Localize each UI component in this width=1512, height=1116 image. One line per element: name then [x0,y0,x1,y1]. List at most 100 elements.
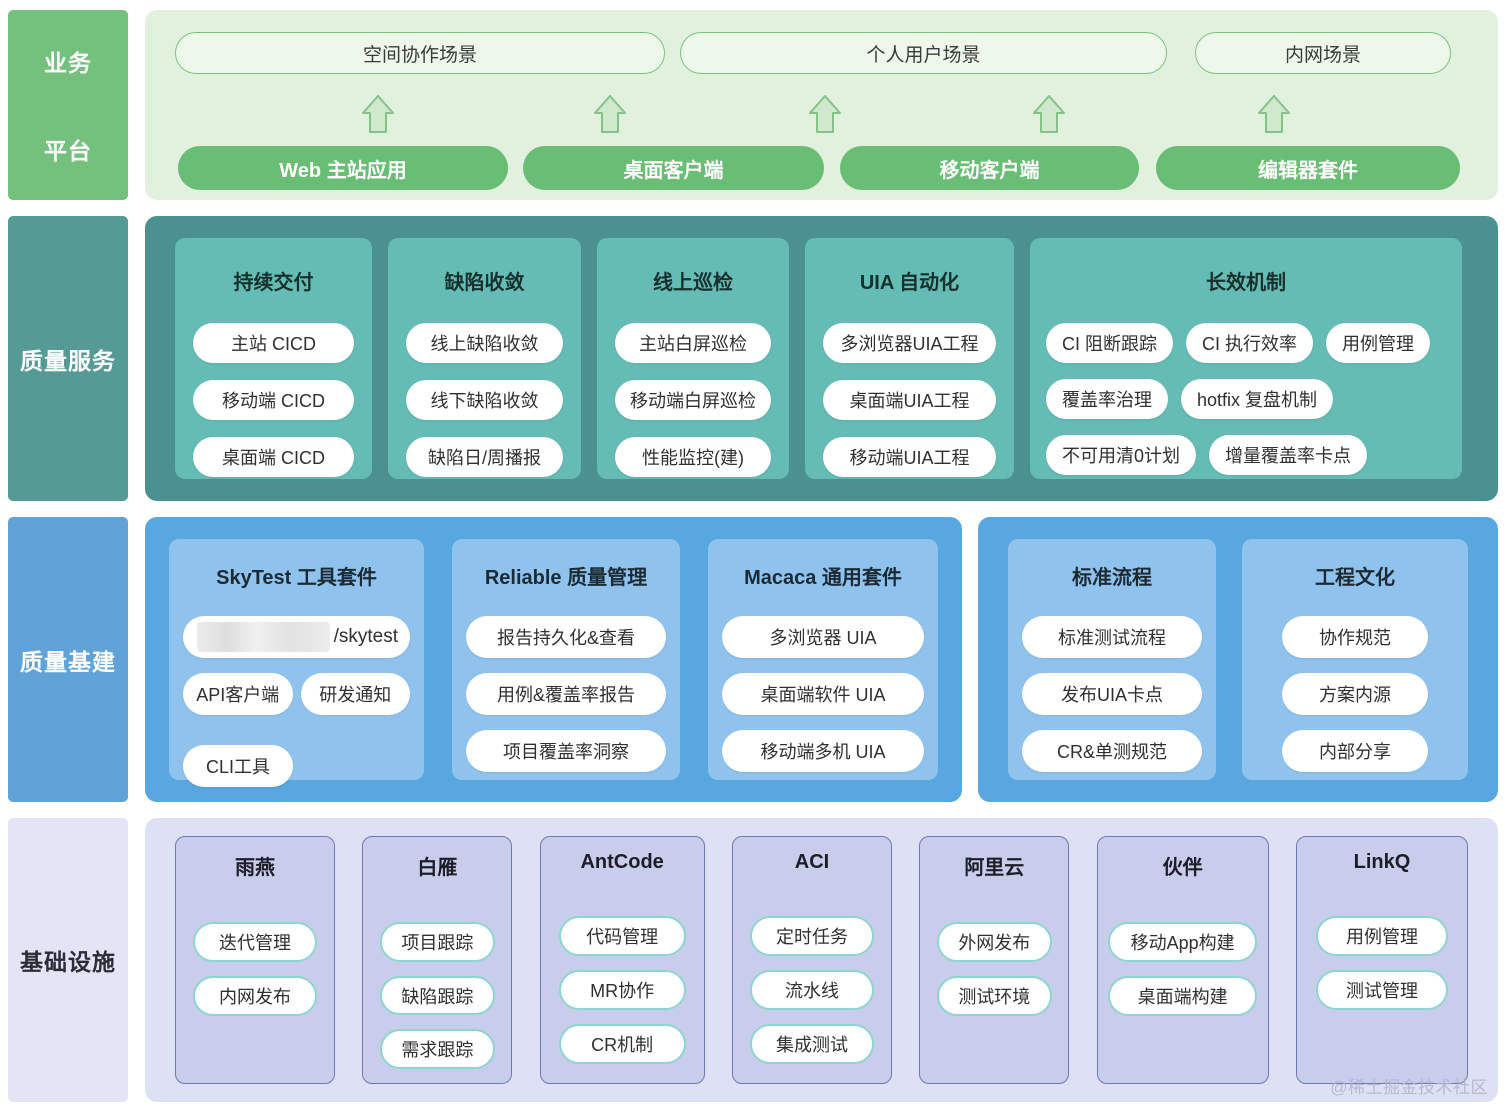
capability-pill: 移动App构建 [1107,922,1258,962]
capability-pill: 桌面端构建 [1107,976,1258,1016]
panel-title: Macaca 通用套件 [744,567,902,589]
business-platform-container: 空间协作场景 个人用户场景 内网场景 Web 主站应用 桌面客户端 移动客户端 … [145,10,1498,200]
up-arrow-icon [809,95,841,133]
panel-aci: ACI 定时任务 流水线 集成测试 [731,836,892,1084]
capability-pill: 性能监控(建) [615,437,771,477]
panel-title: 白雁 [417,857,458,879]
panel-title: 标准流程 [1072,567,1152,589]
infrastructure-container: 雨燕 迭代管理 内网发布 白雁 项目跟踪 缺陷跟踪 需求跟踪 AntCode 代… [145,818,1498,1102]
column-title: 长效机制 [1206,272,1286,294]
panel-title: Reliable 质量管理 [484,567,648,589]
capability-pill: 标准测试流程 [1022,616,1202,658]
capability-pill: MR协作 [558,970,686,1010]
panel-linkq: LinkQ 用例管理 测试管理 [1295,836,1468,1084]
capability-pill: 测试环境 [936,976,1053,1016]
capability-pill: CI 阻断跟踪 [1046,323,1174,363]
process-culture-container: 标准流程 标准测试流程 发布UIA卡点 CR&单测规范 工程文化 协作规范 方案… [978,517,1498,802]
capability-pill: 主站 CICD [193,323,354,363]
sidebar-label: 质量基建 [20,648,116,675]
capability-pill: 增量覆盖率卡点 [1209,435,1368,475]
capability-pill: 集成测试 [750,1024,874,1064]
capability-pill: 报告持久化&查看 [466,616,666,658]
panel-huoban: 伙伴 移动App构建 桌面端构建 [1096,836,1269,1084]
pill-row: API客户端 研发通知 [183,673,410,730]
pill-row: 不可用清0计划 增量覆盖率卡点 [1046,435,1448,475]
panel-title: LinkQ [1353,851,1411,873]
up-arrow-icon [362,95,394,133]
infrastructure-sidebar: 基础设施 [8,818,128,1102]
capability-pill: 移动端白屏巡检 [615,380,771,420]
capability-pill: 桌面端软件 UIA [722,673,924,715]
capability-pill: 用例管理 [1315,916,1449,956]
quality-infrastructure-wrap: SkyTest 工具套件 /skytest API客户端 研发通知 CLI工具 … [145,517,1498,802]
panel-skytest: SkyTest 工具套件 /skytest API客户端 研发通知 CLI工具 [169,539,424,787]
capability-pill: hotfix 复盘机制 [1181,379,1334,419]
capability-pill: 内部分享 [1281,730,1429,772]
layer-infrastructure: 基础设施 雨燕 迭代管理 内网发布 白雁 项目跟踪 缺陷跟踪 需求跟踪 AntC… [8,818,1498,1102]
panel-title: 工程文化 [1315,567,1395,589]
capability-pill: 移动端 CICD [193,380,354,420]
redacted-blur [197,622,330,652]
capability-pill: 多浏览器 UIA [722,616,924,658]
column-title: 持续交付 [233,272,314,294]
panel-title: ACI [794,851,830,873]
panel-title: 伙伴 [1162,857,1203,879]
capability-pill: 线下缺陷收敛 [406,380,563,420]
sidebar-label: 基础设施 [20,949,116,975]
capability-pill: 缺陷跟踪 [379,975,496,1016]
quality-services-sidebar: 质量服务 [8,216,128,501]
skytest-url-pill: /skytest [183,616,410,658]
panel-title: 阿里云 [964,857,1025,879]
quality-services-container: 持续交付 主站 CICD 移动端 CICD 桌面端 CICD 缺陷收敛 线上缺陷… [145,216,1498,501]
pill-row: CI 阻断跟踪 CI 执行效率 用例管理 [1046,323,1448,363]
capability-pill: 方案内源 [1281,673,1429,715]
sidebar-label-line1: 业务 [44,50,92,76]
capability-pill: CI 执行效率 [1186,323,1314,363]
capability-pill: 用例管理 [1326,323,1431,363]
scene-pill: 内网场景 [1195,32,1451,74]
capability-pill: 移动端多机 UIA [722,730,924,772]
panel-title: SkyTest 工具套件 [216,567,377,589]
app-block: 编辑器套件 [1156,146,1460,190]
capability-pill: 外网发布 [936,922,1053,962]
capability-pill: 发布UIA卡点 [1022,673,1202,715]
column-uia-automation: UIA 自动化 多浏览器UIA工程 桌面端UIA工程 移动端UIA工程 [805,238,1014,479]
capability-pill: CR机制 [558,1024,686,1064]
quality-infrastructure-sidebar: 质量基建 [8,517,128,802]
app-block: 移动客户端 [840,146,1139,190]
capability-pill: 代码管理 [558,916,686,956]
panel-baiyan: 白雁 项目跟踪 缺陷跟踪 需求跟踪 [362,836,513,1084]
panel-standard-process: 标准流程 标准测试流程 发布UIA卡点 CR&单测规范 [1008,539,1216,780]
capability-pill: 用例&覆盖率报告 [466,673,666,715]
capability-pill: 不可用清0计划 [1046,435,1197,475]
app-block: 桌面客户端 [523,146,824,190]
capability-pill: CLI工具 [183,745,293,787]
panel-title: 雨燕 [235,857,275,879]
column-title: UIA 自动化 [859,272,960,294]
scene-pill: 空间协作场景 [175,32,665,74]
capability-pill: 缺陷日/周播报 [406,437,563,477]
up-arrow-icon [1033,95,1065,133]
app-block: Web 主站应用 [178,146,508,190]
capability-pill: 项目覆盖率洞察 [466,730,666,772]
skytest-url-suffix: /skytest [333,626,398,647]
panel-reliable: Reliable 质量管理 报告持久化&查看 用例&覆盖率报告 项目覆盖率洞察 [452,539,680,780]
capability-pill: 主站白屏巡检 [615,323,771,363]
capability-pill: 项目跟踪 [379,922,496,962]
up-arrow-icon [594,95,626,133]
capability-pill: API客户端 [183,673,293,715]
capability-pill: 定时任务 [750,916,874,956]
capability-pill: CR&单测规范 [1022,730,1202,772]
capability-pill: 协作规范 [1281,616,1429,658]
panel-yuyan: 雨燕 迭代管理 内网发布 [175,836,335,1084]
watermark: @稀土掘金技术社区 [1330,1078,1488,1097]
business-platform-sidebar: 业务 平台 [8,10,128,200]
column-defect-convergence: 缺陷收敛 线上缺陷收敛 线下缺陷收敛 缺陷日/周播报 [388,238,581,479]
pill-row: 覆盖率治理 hotfix 复盘机制 [1046,379,1448,419]
column-title: 线上巡检 [653,272,733,294]
scene-pill: 个人用户场景 [680,32,1167,74]
capability-pill: 内网发布 [193,976,317,1016]
tooling-container: SkyTest 工具套件 /skytest API客户端 研发通知 CLI工具 … [145,517,962,802]
panel-aliyun: 阿里云 外网发布 测试环境 [919,836,1070,1084]
